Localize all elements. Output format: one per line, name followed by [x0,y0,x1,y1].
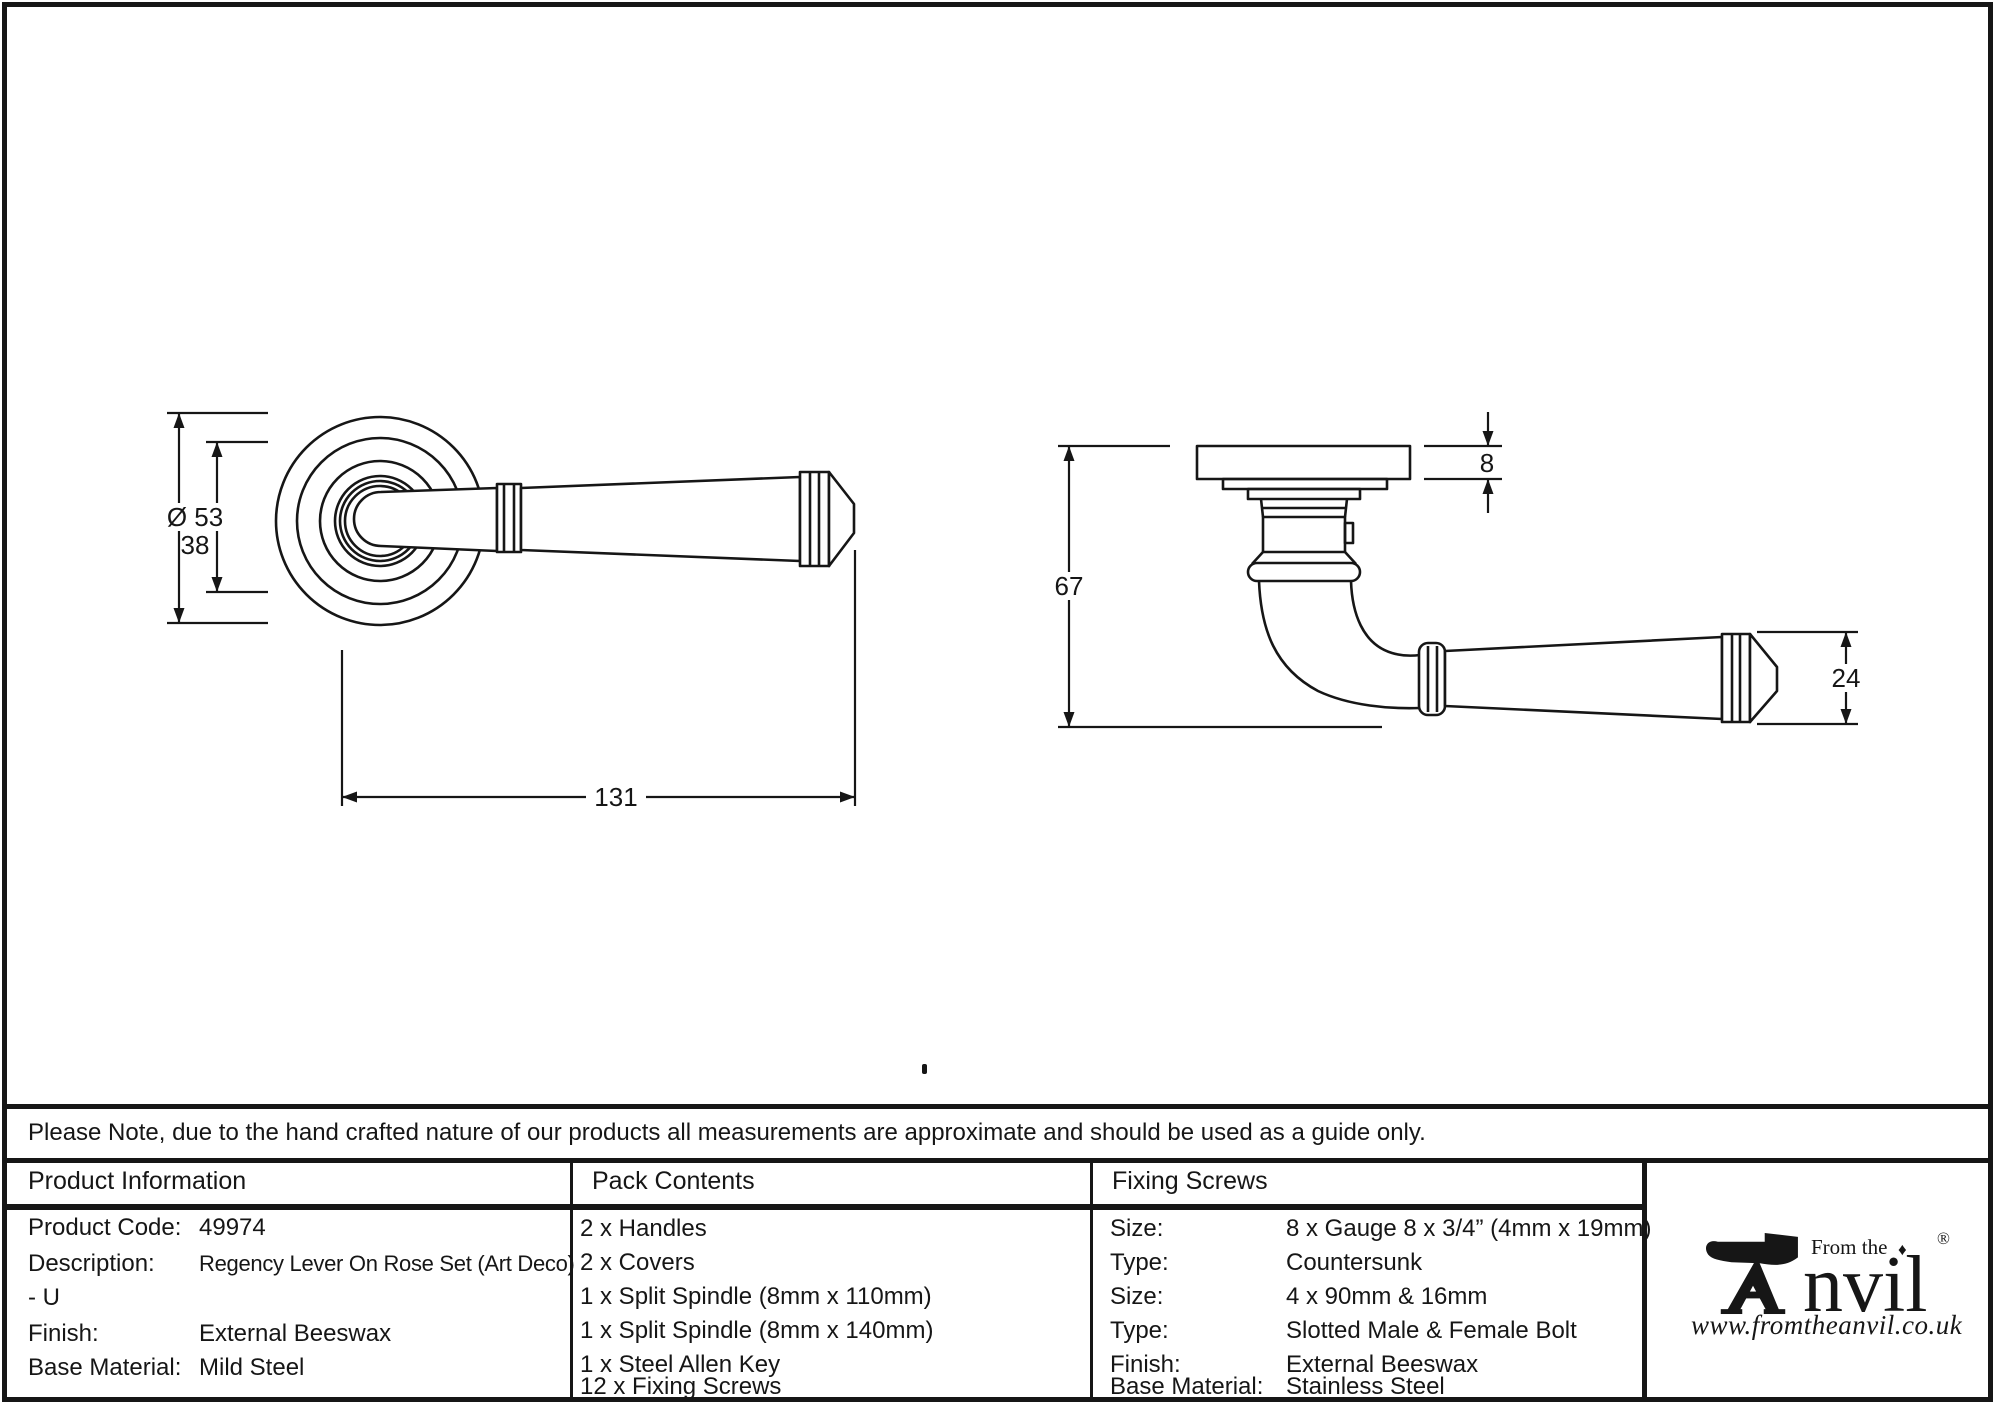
rule-drawing-note [2,1104,1993,1109]
screw-finish-label: Finish: [1110,1351,1181,1378]
logo-website: www.fromtheanvil.co.uk [1691,1310,1963,1340]
finish-label: Finish: [28,1320,99,1347]
bolt-type-value: Slotted Male & Female Bolt [1286,1317,1577,1344]
screw-type-label: Type: [1110,1249,1169,1276]
pack-item: 1 x Steel Allen Key [580,1351,781,1378]
screw-finish-value: External Beeswax [1286,1351,1479,1378]
neck-latch [1343,521,1355,545]
description-value-continued: - U [28,1284,60,1311]
neck-bulge [1246,561,1362,583]
header-pack-contents: Pack Contents [592,1167,755,1195]
anvil-icon [1705,1232,1798,1315]
logo-from-the: From the [1811,1235,1888,1259]
dim-side-height: 67 [1047,572,1091,600]
screw-base-material-label: Base Material: [1110,1373,1264,1400]
screw-size-value: 8 x Gauge 8 x 3/4” (4mm x 19mm) [1286,1215,1652,1242]
finish-value: External Beeswax [199,1320,392,1347]
neck-curve-inner [1349,580,1421,657]
screw-type-value: Countersunk [1286,1249,1423,1276]
bolt-size-label: Size: [1110,1283,1164,1310]
neck-curve-outer [1257,580,1421,710]
lever-end-cone [827,470,856,568]
divider-col1-col2 [570,1163,573,1397]
lever-collar [495,482,523,554]
stray-mark [922,1064,927,1074]
divider-col2-col3 [1090,1163,1093,1397]
base-material-label: Base Material: [28,1354,182,1381]
front-view [274,415,856,627]
note-text: Please Note, due to the hand crafted nat… [28,1119,1426,1146]
divider-col3-col4 [1642,1163,1647,1397]
header-product-information: Product Information [28,1167,247,1195]
lever-grip [352,486,499,553]
dim-front-diameter: Ø 53 38 [150,503,240,559]
pack-item: 2 x Covers [580,1249,695,1276]
screw-base-material-value: Stainless Steel [1286,1373,1445,1400]
base-material-value: Mild Steel [199,1354,305,1381]
side-view [1195,444,1779,724]
pack-item: 1 x Split Spindle (8mm x 110mm) [580,1283,932,1310]
pack-item: 1 x Split Spindle (8mm x 140mm) [580,1317,934,1344]
registered-trademark-icon: ® [1937,1229,1950,1248]
pack-item: 2 x Handles [580,1215,707,1242]
header-fixing-screws: Fixing Screws [1112,1167,1268,1195]
dim-side-plate-thickness: 8 [1474,449,1500,477]
rule-header-body [2,1204,1645,1210]
description-label: Description: [28,1250,155,1277]
pack-item: 12 x Fixing Screws [580,1373,782,1400]
logo-anvil-text: nvil [1803,1241,1928,1329]
description-value: Regency Lever On Rose Set (Art Deco) [199,1251,575,1276]
product-code-value: 49974 [199,1214,266,1241]
brand-logo: From the ♦ nvil ® www.fromtheanvil.co.uk [1651,1163,1991,1397]
product-code-label: Product Code: [28,1214,182,1241]
dim-side-lever-end: 24 [1822,664,1870,692]
side-lever-end-rings [1720,632,1752,724]
rule-note-table [2,1158,1993,1163]
logo-diamond-icon: ♦ [1898,1240,1907,1259]
dim-front-length: 131 [586,783,646,811]
technical-drawing [167,411,1858,806]
bolt-size-value: 4 x 90mm & 16mm [1286,1283,1488,1310]
screw-size-label: Size: [1110,1215,1164,1242]
rose-step-2 [1246,487,1362,501]
side-lever-end-cone [1748,632,1779,724]
bolt-type-label: Type: [1110,1317,1169,1344]
